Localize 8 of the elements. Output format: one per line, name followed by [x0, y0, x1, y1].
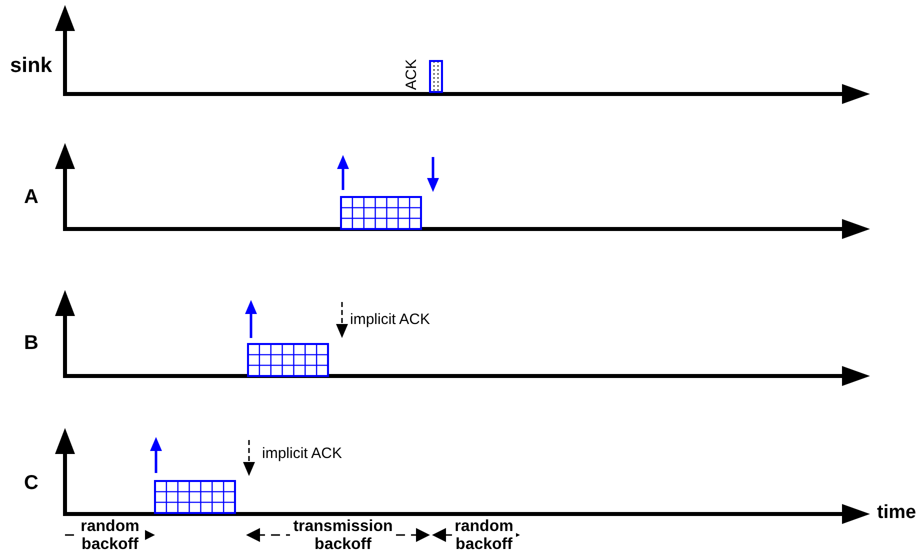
row-label: C	[24, 473, 38, 493]
annotation-label: implicit ACK	[262, 446, 342, 461]
row-label: B	[24, 333, 38, 353]
annotation-label: implicit ACK	[350, 312, 430, 327]
row-label: sink	[10, 55, 52, 76]
axis-label: time	[877, 503, 916, 522]
row-label: A	[24, 187, 38, 207]
frame-label: ACK	[404, 59, 419, 90]
